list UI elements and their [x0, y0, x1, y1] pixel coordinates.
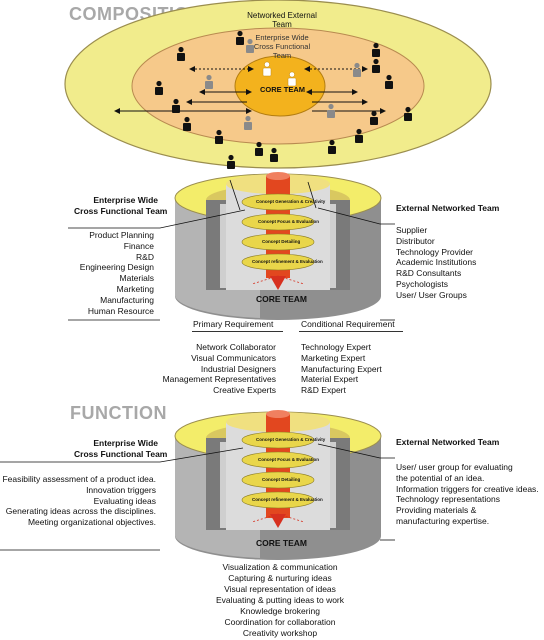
conditional-requirement-list: Technology Expert Marketing Expert Manuf… [301, 342, 382, 396]
list-item: the potential of an idea. [396, 472, 485, 483]
external-team-person-icons [155, 30, 412, 169]
list-item: Coordination for collaboration [224, 617, 336, 627]
function-left-title: Enterprise Wide Cross Functional Team [74, 438, 168, 459]
function-left-list: Feasibility assessment of a product idea… [0, 474, 156, 528]
core-team-label: CORE TEAM [260, 85, 305, 94]
list-item: Academic Institutions [396, 257, 477, 268]
list-item: Materials [119, 273, 154, 284]
list-item: Marketing Expert [301, 352, 366, 363]
list-item: Engineering Design [79, 262, 154, 273]
core-team-person-icons [262, 61, 297, 87]
function-right-title: External Networked Team [396, 437, 500, 447]
enterprise-team-person-icons [205, 38, 361, 130]
composition-arrows [120, 68, 380, 112]
composition-left-list: Product Planning Finance R&D Engineering… [58, 230, 154, 316]
list-item: R&D Expert [301, 385, 346, 396]
list-item: Feasibility assessment of a product idea… [2, 474, 156, 484]
list-item: Supplier [396, 225, 428, 235]
spiral-label-4: Concept refinement & Evaluation [252, 497, 323, 502]
list-item: Industrial Designers [200, 363, 276, 374]
function-heading: FUNCTION [70, 403, 167, 423]
list-item: Technology Expert [301, 342, 371, 352]
conditional-divider [299, 331, 403, 332]
list-item: Marketing [116, 283, 154, 294]
middle-ring-label: Enterprise Wide Cross Functional Team [253, 33, 311, 60]
spiral-label-3: Concept Detailing [262, 477, 301, 482]
spiral-label-1: Concept Generation & Creativity [256, 199, 326, 204]
spiral-label-1: Concept Generation & Creativity [256, 437, 326, 442]
list-item: Knowledge brokering [240, 606, 320, 616]
composition-cylinder: Concept Generation & Creativity Concept … [68, 172, 395, 321]
list-item: Evaluating & putting ideas to work [215, 595, 345, 605]
primary-requirement-list: Network Collaborator Visual Communicator… [155, 342, 276, 396]
spiral-label-2: Concept Focus & Evaluation [258, 219, 319, 224]
spiral-label-4: Concept refinement & Evaluation [252, 259, 323, 264]
function-core-label: CORE TEAM [256, 538, 307, 548]
core-circle [234, 55, 326, 117]
list-item: Psychologists [396, 278, 448, 289]
list-item: Network Collaborator [196, 342, 276, 352]
list-item: User/ user group for evaluating [396, 462, 513, 472]
list-item: Visual Communicators [191, 352, 276, 363]
list-item: Management Representatives [162, 374, 276, 385]
list-item: Manufacturing [100, 294, 154, 305]
list-item: Creativity workshop [242, 628, 318, 638]
conditional-requirement-title: Conditional Requirement [301, 319, 395, 329]
composition-cylinder-core-label: CORE TEAM [256, 294, 307, 304]
list-item: R&D [136, 251, 154, 262]
spiral-label-3: Concept Detailing [262, 239, 301, 244]
list-item: Technology Provider [396, 246, 474, 257]
list-item: Capturing & nurturing ideas [228, 573, 332, 583]
list-item: Finance [123, 240, 154, 251]
list-item: Material Expert [301, 374, 359, 385]
list-item: Distributor [396, 235, 435, 246]
function-core-list: Visualization & communication Capturing … [150, 562, 410, 639]
list-item: Technology representations [396, 494, 500, 505]
list-item: Manufacturing Expert [301, 363, 382, 374]
primary-requirement-title: Primary Requirement [193, 319, 274, 329]
list-item: Human Resource [87, 305, 154, 316]
list-item: Providing materials & [396, 505, 477, 516]
list-item: manufacturing expertise. [396, 515, 490, 526]
list-item: Creative Experts [213, 385, 276, 396]
list-item: Visual representation of ideas [224, 584, 336, 594]
composition-left-title: Enterprise Wide Cross Functional Team [74, 195, 168, 216]
list-item: R&D Consultants [396, 268, 462, 279]
list-item: Product Planning [89, 230, 154, 240]
composition-right-title: External Networked Team [396, 203, 500, 213]
function-cylinder: Concept Generation & Creativity Concept … [0, 410, 395, 560]
list-item: Generating ideas across the disciplines. [5, 506, 156, 517]
composition-ellipse-diagram [64, 0, 492, 169]
composition-right-list: Supplier Distributor Technology Provider… [396, 225, 476, 301]
list-item: User/ User Groups [396, 289, 467, 300]
list-item: Visualization & communication [222, 562, 338, 572]
list-item: Innovation triggers [86, 484, 156, 495]
spiral-label-2: Concept Focus & Evaluation [258, 457, 319, 462]
outer-ring-label: Networked External Team [247, 11, 317, 29]
list-item: Meeting organizational objectives. [27, 517, 156, 528]
list-item: Evaluating ideas [93, 495, 156, 506]
primary-divider [192, 331, 283, 332]
function-right-list: User/ user group for evaluating the pote… [396, 462, 539, 527]
list-item: Information triggers for creative ideas. [396, 483, 539, 494]
